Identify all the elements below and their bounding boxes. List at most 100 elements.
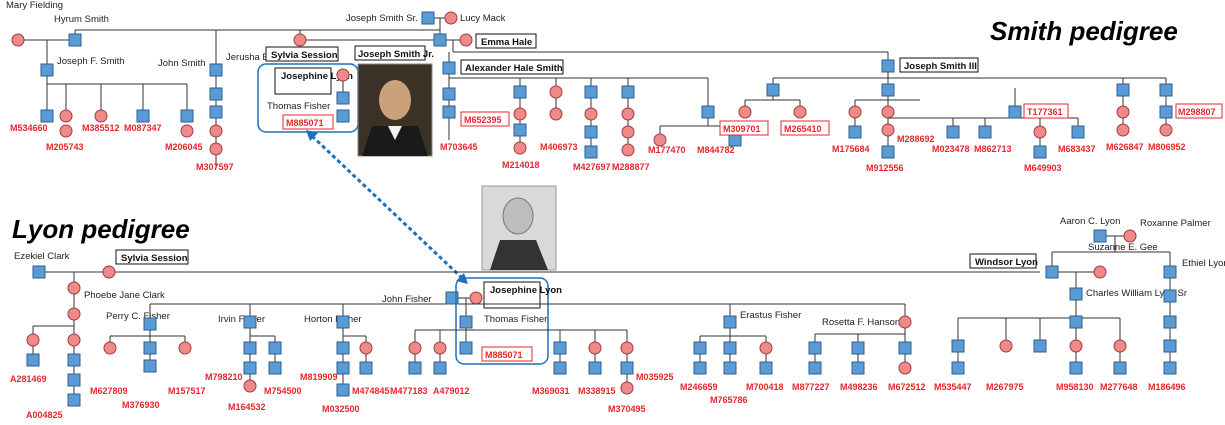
emma-hale-box xyxy=(475,33,537,49)
josephine-highlight-frame-lyon xyxy=(455,277,549,365)
emma-hale-label: Emma Hale xyxy=(481,37,532,48)
portrait-face-2 xyxy=(502,197,534,235)
josephine-lyon-box-smith xyxy=(274,67,332,95)
ethiel-lyon-label: Ethiel Lyon xyxy=(1182,258,1225,269)
hyrum-smith-node xyxy=(68,33,82,47)
id-label: M535447 xyxy=(934,382,972,392)
id-box xyxy=(481,346,533,362)
emma-hale-node xyxy=(459,33,473,47)
josephine-link-arrow xyxy=(310,134,464,280)
hyrum-smith-label: Hyrum Smith xyxy=(54,14,109,25)
suzanne-gee-label: Suzanne E. Gee xyxy=(1088,242,1158,253)
id-label: M885071 xyxy=(485,350,523,360)
id-label: M298807 xyxy=(1178,107,1216,117)
id-box xyxy=(282,114,334,130)
josephine-lyon-label-lyon: Josephine Lyon xyxy=(490,285,562,296)
portrait-dress xyxy=(490,240,548,270)
id-label: M246659 xyxy=(680,382,718,392)
id-label: M844782 xyxy=(697,145,735,155)
id-label: M498236 xyxy=(840,382,878,392)
rosetta-hanson-label: Rosetta F. Hanson xyxy=(822,317,900,328)
joseph-smith-iii-box xyxy=(899,57,979,73)
id-label: M288692 xyxy=(897,134,935,144)
id-label: M370495 xyxy=(608,404,646,414)
id-label: A281469 xyxy=(10,374,47,384)
id-label: M862713 xyxy=(974,144,1012,154)
mary-fielding-label: Mary Fielding xyxy=(6,0,63,11)
id-label: M032500 xyxy=(322,404,360,414)
joseph-smith-jr-box xyxy=(354,45,426,61)
rosetta-hanson-node xyxy=(898,315,912,329)
portrait-collar xyxy=(388,126,402,140)
id-label: M798210 xyxy=(205,372,243,382)
windsor-lyon-box xyxy=(969,253,1037,269)
alexander-hale-smith-node xyxy=(442,61,456,75)
id-label: M819909 xyxy=(300,372,338,382)
id-box xyxy=(1023,103,1069,119)
id-label: M277648 xyxy=(1100,382,1138,392)
id-label: M700418 xyxy=(746,382,784,392)
smith-pedigree-title: Smith pedigree xyxy=(990,16,1178,46)
id-label: M754500 xyxy=(264,386,302,396)
charles-lyon-label: Charles William Lyon Sr xyxy=(1086,288,1187,299)
id-label: M177470 xyxy=(648,145,686,155)
mary-fielding-node xyxy=(11,33,25,47)
id-label: M672512 xyxy=(888,382,926,392)
portrait-face xyxy=(379,80,411,120)
irvin-fisher-label: Irvin Fisher xyxy=(218,314,265,325)
id-label: M307597 xyxy=(196,162,234,172)
id-label: M214018 xyxy=(502,160,540,170)
lucy-mack-label: Lucy Mack xyxy=(460,13,506,24)
lucy-mack-node xyxy=(444,11,458,25)
joseph-smith-sr-label: Joseph Smith Sr. xyxy=(346,13,418,24)
joseph-f-smith-node xyxy=(40,63,54,77)
thomas-fisher-label-smith: Thomas Fisher xyxy=(267,101,330,112)
id-label: M288877 xyxy=(612,162,650,172)
id-label: M649903 xyxy=(1024,163,1062,173)
id-label: M627809 xyxy=(90,386,128,396)
alexander-hale-smith-box xyxy=(460,59,564,75)
josephine-lyon-node xyxy=(469,291,483,305)
id-label: T177361 xyxy=(1027,107,1063,117)
joseph-smith-sr-node xyxy=(421,11,435,25)
alexander-hale-smith-label: Alexander Hale Smith xyxy=(465,63,563,74)
sylvia-session-label: Sylvia Session xyxy=(271,50,338,61)
joseph-smith-jr-node xyxy=(433,33,447,47)
josephine-lyon-label-smith: Josephine Lyon xyxy=(281,71,353,82)
jerusha-barden-label: Jerusha Barden xyxy=(226,52,293,63)
id-label: M267975 xyxy=(986,382,1024,392)
ezekiel-clark-label: Ezekiel Clark xyxy=(14,251,70,262)
id-label: M376930 xyxy=(122,400,160,410)
joseph-smith-iii-label: Joseph Smith III xyxy=(904,61,977,72)
charles-lyon-node xyxy=(1069,287,1083,301)
id-box xyxy=(460,111,510,127)
id-box xyxy=(719,120,769,136)
windsor-lyon-label: Windsor Lyon xyxy=(975,257,1038,268)
roxanne-palmer-node xyxy=(1123,229,1137,243)
id-label: M186496 xyxy=(1148,382,1186,392)
id-label: M806952 xyxy=(1148,142,1186,152)
suzanne-gee-node xyxy=(1093,265,1107,279)
sylvia-session-box-lyon xyxy=(115,249,189,265)
id-label: M652395 xyxy=(464,115,502,125)
id-label: M023478 xyxy=(932,144,970,154)
john-smith-node xyxy=(209,63,223,77)
id-box xyxy=(780,120,830,136)
id-label: M087347 xyxy=(124,123,162,133)
lyon-pedigree-title: Lyon pedigree xyxy=(12,214,190,244)
aaron-lyon-node xyxy=(1093,229,1107,243)
id-label: M035925 xyxy=(636,372,674,382)
phoebe-jane-clark-node xyxy=(67,281,81,295)
id-label: M175684 xyxy=(832,144,870,154)
john-fisher-label: John Fisher xyxy=(382,294,432,305)
id-label: M427697 xyxy=(573,162,611,172)
id-label: M369031 xyxy=(532,386,570,396)
id-label: M406973 xyxy=(540,142,578,152)
joseph-smith-jr-label: Joseph Smith Jr. xyxy=(358,49,434,60)
id-label: A479012 xyxy=(433,386,470,396)
id-label: M958130 xyxy=(1056,382,1094,392)
aaron-lyon-label: Aaron C. Lyon xyxy=(1060,216,1120,227)
portrait-coat xyxy=(362,126,428,156)
erastus-fisher-node xyxy=(723,315,737,329)
